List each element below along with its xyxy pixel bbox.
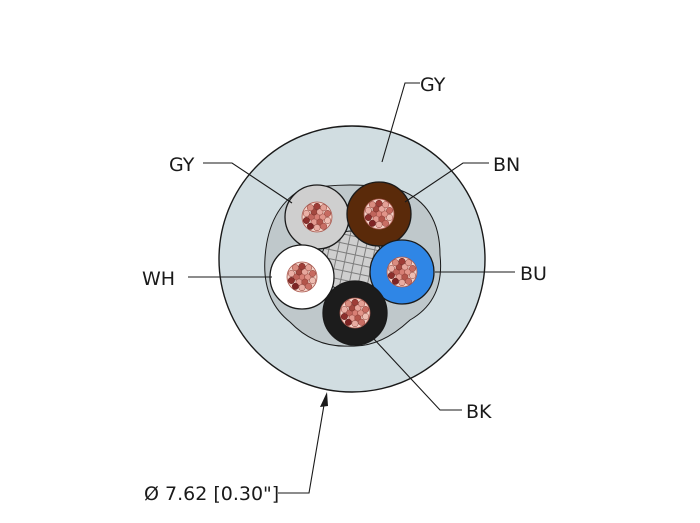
core-brown bbox=[346, 181, 412, 247]
core-white bbox=[269, 244, 335, 310]
label-core-top-right: BN bbox=[493, 154, 520, 176]
leader-core-bottom bbox=[372, 337, 462, 411]
label-core-left: WH bbox=[142, 268, 175, 290]
label-core-bottom: BK bbox=[466, 401, 492, 423]
label-jacket: GY bbox=[420, 74, 446, 96]
core-gray bbox=[284, 184, 350, 250]
label-core-right: BU bbox=[520, 263, 547, 285]
core-black bbox=[322, 280, 388, 346]
leader-diameter bbox=[278, 404, 325, 494]
label-core-top-left: GY bbox=[169, 154, 195, 176]
core-blue bbox=[369, 239, 435, 305]
leader-core-top-left bbox=[203, 162, 293, 204]
leader-jacket bbox=[381, 82, 420, 163]
leader-core-top-right bbox=[404, 162, 489, 203]
label-diameter: Ø 7.62 [0.30"] bbox=[144, 483, 279, 505]
diameter-arrowhead bbox=[320, 392, 328, 407]
